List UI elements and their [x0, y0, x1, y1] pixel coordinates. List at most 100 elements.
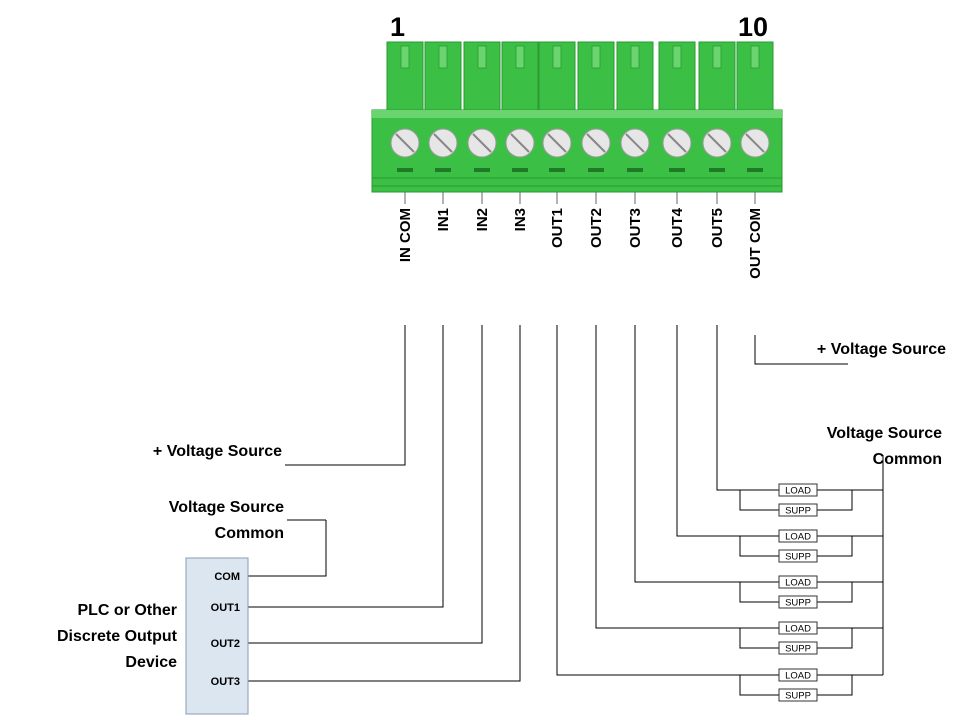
- wire-out1-supp-left: [739, 675, 779, 696]
- screw-slot-1: [395, 133, 415, 153]
- pin-contact-8: [669, 168, 685, 172]
- wire-out-com: [754, 335, 848, 365]
- out-source-common-label-line2: Common: [873, 451, 942, 468]
- supp-box-out5: [778, 503, 818, 517]
- pin-label-9: OUT5: [709, 208, 726, 248]
- device-label-line2: Discrete Output: [57, 628, 178, 645]
- load-label-out3: LOAD: [785, 578, 811, 589]
- load-label-out1: LOAD: [785, 671, 811, 682]
- supp-label-out2: SUPP: [785, 644, 811, 655]
- load-box-out2: [778, 621, 818, 635]
- device-label-line3: Device: [125, 654, 177, 671]
- plug-latch-3: [477, 45, 487, 69]
- pin-label-6: OUT2: [588, 208, 605, 248]
- pin-contact-6: [588, 168, 604, 172]
- wire-out3-supp-left: [739, 582, 779, 603]
- load-box-out5: [778, 483, 818, 497]
- plug-latch-5: [552, 45, 562, 69]
- plug-latch-9: [712, 45, 722, 69]
- device-pin-com: COM: [214, 571, 240, 583]
- plc-device-box: [185, 557, 249, 715]
- screw-slot-6: [586, 133, 606, 153]
- terminal-block-connector: [371, 41, 783, 193]
- out-source-common-label-line1: Voltage Source: [827, 425, 942, 442]
- wire-in2: [248, 325, 483, 644]
- wire-out3: [634, 325, 779, 583]
- wire-out5-supp-right: [817, 490, 853, 511]
- wire-out5-supp-left: [739, 490, 779, 511]
- screw-slot-4: [510, 133, 530, 153]
- supp-box-out2: [778, 641, 818, 655]
- plug-latch-1: [400, 45, 410, 69]
- screw-slot-9: [707, 133, 727, 153]
- wire-out5: [716, 325, 779, 491]
- screw-slot-2: [433, 133, 453, 153]
- pin-contact-4: [512, 168, 528, 172]
- device-pin-out1: OUT1: [211, 602, 240, 614]
- wiring: [248, 325, 884, 696]
- wire-out1: [556, 325, 779, 676]
- screw-slot-5: [547, 133, 567, 153]
- in-source-common-label-line2: Common: [215, 525, 284, 542]
- load-boxes: LOAD SUPP LOAD SUPP LOAD SUPP LOAD SUPP LOAD SUPP: [778, 483, 818, 702]
- wire-device-com: [248, 520, 327, 577]
- pin-contact-9: [709, 168, 725, 172]
- pin-contact-3: [474, 168, 490, 172]
- wire-out3-supp-right: [817, 582, 853, 603]
- supp-box-out4: [778, 549, 818, 563]
- wire-out4: [676, 325, 779, 537]
- screw-slot-8: [667, 133, 687, 153]
- device-pin-out3: OUT3: [211, 676, 240, 688]
- device-pin-out2: OUT2: [211, 638, 240, 650]
- load-box-out3: [778, 575, 818, 589]
- plug-latch-8: [672, 45, 682, 69]
- pin-contact-1: [397, 168, 413, 172]
- pin-number-first: 1: [390, 12, 405, 42]
- pin-contact-5: [549, 168, 565, 172]
- plug-latch-4: [515, 45, 525, 69]
- pin-contact-10: [747, 168, 763, 172]
- screw-slot-10: [745, 133, 765, 153]
- pin-label-7: OUT3: [627, 208, 644, 248]
- supp-label-out4: SUPP: [785, 552, 811, 563]
- plug-latch-10: [750, 45, 760, 69]
- wire-out2-supp-right: [817, 628, 853, 649]
- screw-slot-3: [472, 133, 492, 153]
- housing-highlight: [372, 110, 782, 118]
- pin-label-3: IN2: [474, 208, 491, 231]
- wire-out2-supp-left: [739, 628, 779, 649]
- load-label-out4: LOAD: [785, 532, 811, 543]
- supp-label-out3: SUPP: [785, 598, 811, 609]
- pin-label-4: IN3: [512, 208, 529, 231]
- wire-in-com: [285, 325, 406, 466]
- load-box-out1: [778, 668, 818, 682]
- pin-label-2: IN1: [435, 208, 452, 231]
- load-label-out2: LOAD: [785, 624, 811, 635]
- supp-box-out1: [778, 688, 818, 702]
- pin-label-1: IN COM: [397, 208, 414, 262]
- pin-number-last: 10: [738, 12, 768, 42]
- plug-latch-7: [630, 45, 640, 69]
- in-source-common-label-line1: Voltage Source: [169, 499, 284, 516]
- wire-out4-supp-right: [817, 536, 853, 557]
- in-voltage-source-label: + Voltage Source: [153, 443, 282, 460]
- pin-contact-2: [435, 168, 451, 172]
- device-label-line1: PLC or Other: [77, 602, 177, 619]
- screw-slot-7: [625, 133, 645, 153]
- load-box-out4: [778, 529, 818, 543]
- load-label-out5: LOAD: [785, 486, 811, 497]
- plug-latch-2: [438, 45, 448, 69]
- plug-latch-6: [591, 45, 601, 69]
- out-voltage-source-label: + Voltage Source: [817, 341, 946, 358]
- connector-plug-4: [501, 41, 539, 113]
- supp-label-out5: SUPP: [785, 506, 811, 517]
- wire-out1-supp-right: [817, 675, 853, 696]
- pin-label-8: OUT4: [669, 207, 686, 248]
- pin-label-10: OUT COM: [747, 208, 764, 279]
- pin-contact-7: [627, 168, 643, 172]
- supp-label-out1: SUPP: [785, 691, 811, 702]
- wire-out4-supp-left: [739, 536, 779, 557]
